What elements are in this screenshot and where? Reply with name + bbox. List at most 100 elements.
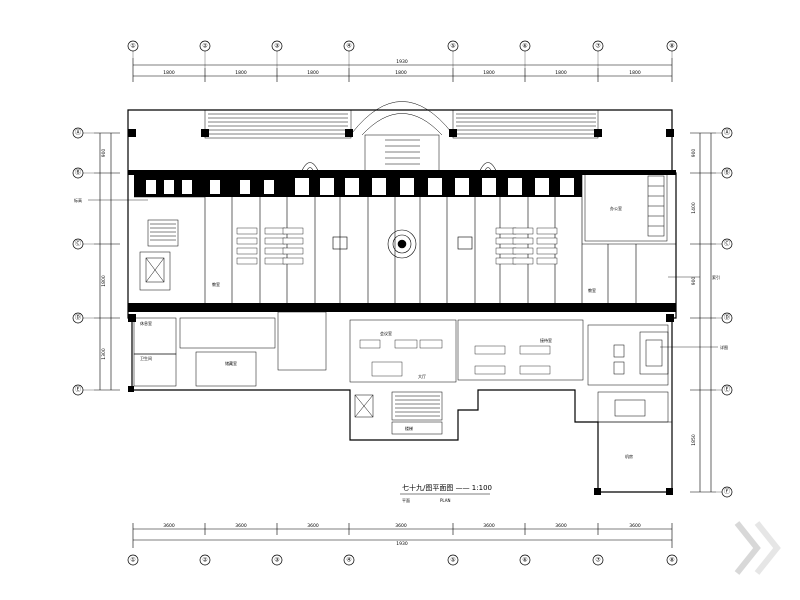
left-dim-3: 1300 (101, 348, 107, 360)
right-axis-labels: Ⓐ Ⓑ Ⓒ Ⓓ Ⓔ Ⓕ (724, 129, 730, 496)
axis-left-3: Ⓒ (75, 240, 81, 248)
right-dim-2: 1400 (691, 202, 697, 214)
bottom-dimension-labels: 3600 3600 3600 3600 3600 3600 3600 (163, 523, 641, 529)
left-dim-1: 900 (101, 149, 107, 158)
bottom-dim-4: 3600 (395, 523, 407, 529)
axis-top-7: ⑦ (595, 43, 601, 50)
room-label-meeting: 会议室 (380, 330, 392, 336)
top-dimension-chain (132, 58, 673, 82)
axis-top-3: ③ (274, 43, 279, 50)
axis-bottom-7: ⑦ (595, 557, 601, 564)
axis-top-8: ⑧ (669, 43, 674, 50)
top-dim-3: 1800 (307, 70, 319, 76)
bottom-dimension-chain (132, 523, 673, 548)
axis-left-4: Ⓓ (75, 314, 81, 322)
callout-left: 标高 (74, 197, 82, 203)
arched-doorways (299, 162, 499, 176)
left-dim-2: 1800 (101, 275, 107, 287)
axis-top-5: ⑤ (450, 43, 455, 50)
structural-columns (128, 129, 674, 495)
meeting-tables (359, 339, 551, 377)
left-stair-core (139, 219, 179, 291)
room-label-hall: 大厅 (418, 373, 426, 379)
right-dimension-chain (690, 132, 716, 493)
left-dimension-labels: 900 1800 1300 (101, 149, 107, 360)
axis-top-6: ⑥ (522, 43, 527, 50)
corridor-openings (146, 178, 574, 195)
axis-top-1: ① (130, 43, 135, 50)
right-dim-3: 900 (691, 277, 697, 286)
right-axis-bubbles (721, 127, 733, 498)
axis-grid-lines (83, 51, 722, 493)
drawing-ref: PLAN (440, 498, 450, 503)
drawing-scale-note: 平面 (402, 498, 410, 503)
right-dimension-labels: 900 1400 900 1850 (691, 149, 697, 446)
room-label-classroom-b: 教室 (588, 287, 596, 293)
room-label-lounge: 休息室 (140, 320, 152, 326)
top-axis-labels: ① ② ③ ④ ⑤ ⑥ ⑦ ⑧ (130, 43, 674, 50)
axis-left-1: Ⓐ (75, 129, 81, 137)
room-label-machine: 机房 (625, 453, 633, 459)
desk-clusters (236, 227, 558, 265)
room-label-office: 办公室 (610, 205, 622, 211)
axis-left-5: Ⓔ (75, 386, 81, 394)
axis-bottom-1: ① (130, 557, 135, 564)
right-dim-1: 900 (691, 149, 697, 158)
bottom-right-room (597, 391, 672, 423)
reception-sofa (613, 331, 669, 375)
room-label-reception: 接待室 (540, 337, 552, 343)
building-outline (127, 109, 677, 493)
right-dim-4: 1850 (691, 434, 697, 446)
axis-bottom-3: ③ (274, 557, 279, 564)
bottom-axis-bubbles (127, 554, 678, 566)
drawing-title-block: 七十九/图平面图 —— 1:100 平面 PLAN (400, 483, 492, 503)
top-dim-4: 1800 (395, 70, 407, 76)
bottom-total-dimension: 1930 (396, 541, 408, 547)
top-dim-2: 1800 (235, 70, 247, 76)
right-office-block (584, 172, 668, 242)
bottom-dim-6: 3600 (555, 523, 567, 529)
central-rotunda (332, 229, 473, 259)
room-label-storage: 储藏室 (225, 360, 237, 366)
axis-top-4: ④ (346, 43, 351, 50)
callout-right-2: 详图 (720, 344, 728, 350)
top-dim-6: 1800 (555, 70, 567, 76)
room-labels: 教室 教室 办公室 会议室 接待室 储藏室 卫生间 休息室 大厅 楼梯 机房 (140, 205, 633, 459)
bottom-dim-5: 3600 (483, 523, 495, 529)
axis-left-2: Ⓑ (75, 169, 81, 177)
bottom-dim-7: 3600 (629, 523, 641, 529)
axis-bottom-4: ④ (346, 557, 351, 564)
axis-bottom-5: ⑤ (450, 557, 455, 564)
top-dim-7: 1800 (629, 70, 641, 76)
bottom-stair (354, 391, 443, 435)
left-axis-bubbles (72, 127, 84, 396)
top-dimension-labels: 1800 1800 1800 1800 1800 1800 1800 (163, 70, 641, 76)
axis-right-4: Ⓓ (724, 314, 730, 322)
top-canopy (204, 101, 599, 176)
axis-right-1: Ⓐ (724, 129, 730, 137)
axis-bottom-8: ⑧ (669, 557, 674, 564)
room-label-wc: 卫生间 (140, 355, 152, 361)
top-axis-bubbles (127, 40, 678, 52)
callouts (88, 199, 718, 348)
bottom-dim-3: 3600 (307, 523, 319, 529)
drawing-title: 七十九/图平面图 —— 1:100 (402, 483, 492, 492)
top-dim-5: 1800 (483, 70, 495, 76)
axis-right-5: Ⓔ (724, 386, 730, 394)
watermark-logo (734, 521, 781, 575)
top-total-dimension: 1930 (396, 59, 408, 65)
axis-right-6: Ⓕ (724, 488, 730, 496)
axis-top-2: ② (202, 43, 208, 50)
room-label-stair: 楼梯 (405, 425, 413, 431)
axis-bottom-6: ⑥ (522, 557, 527, 564)
left-axis-labels: Ⓐ Ⓑ Ⓒ Ⓓ Ⓔ (75, 129, 81, 394)
axis-bottom-2: ② (202, 557, 208, 564)
callout-right: 索引 (712, 274, 720, 280)
left-dimension-chain (94, 132, 120, 391)
bottom-dim-1: 3600 (163, 523, 175, 529)
bottom-axis-labels: ① ② ③ ④ ⑤ ⑥ ⑦ ⑧ (130, 557, 674, 564)
room-label-classroom-a: 教室 (212, 281, 220, 287)
top-dim-1: 1800 (163, 70, 175, 76)
lower-left-rooms (133, 311, 669, 387)
